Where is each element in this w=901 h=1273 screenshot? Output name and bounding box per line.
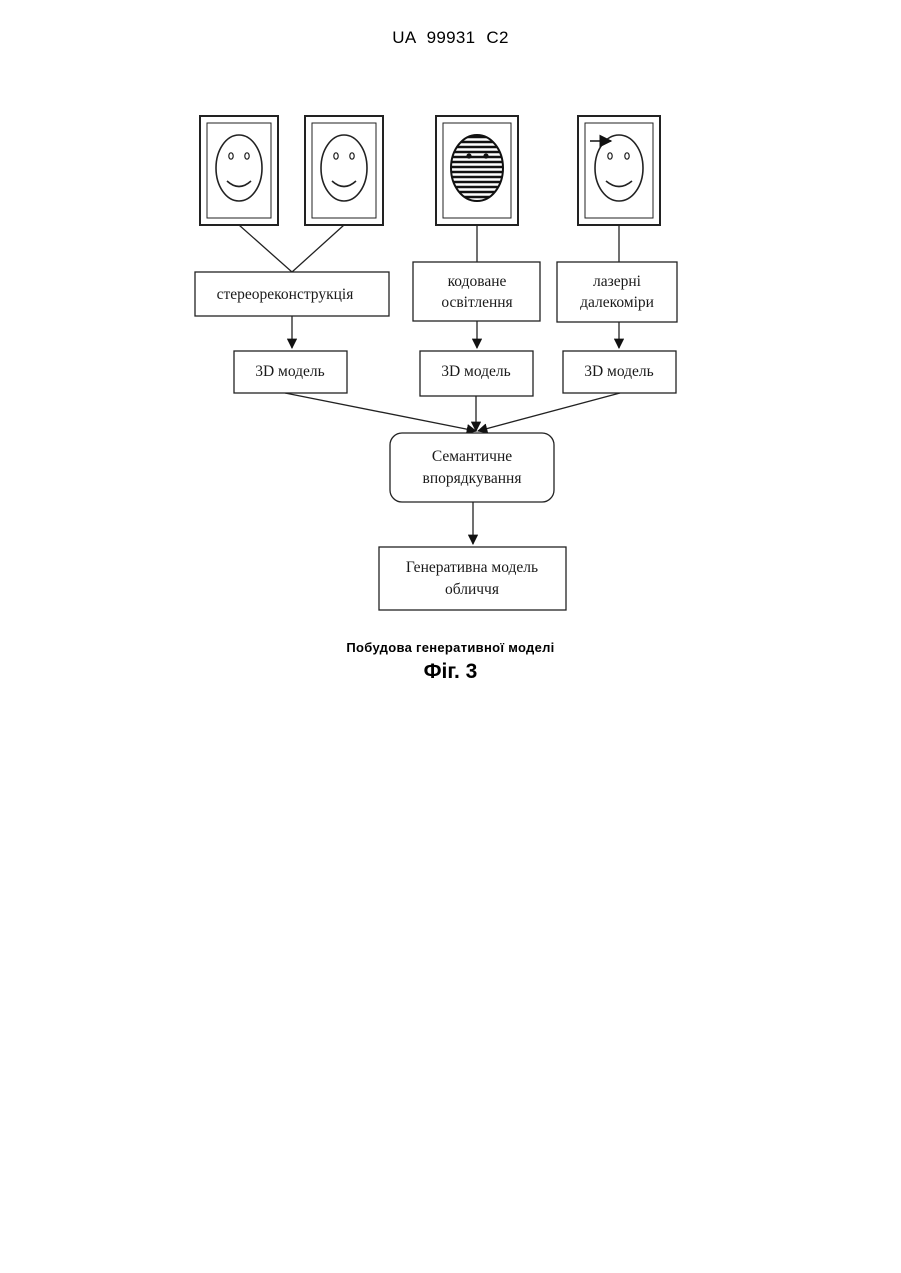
method-box-stereo: стереореконструкція [195, 272, 389, 316]
semantic-label-1: Семантичне [432, 448, 512, 465]
face-image-stereo-left [200, 116, 278, 225]
method-label-coded-light-2: освітлення [441, 294, 512, 311]
method-label-stereo: стереореконструкція [217, 286, 354, 303]
face-image-laser [578, 116, 660, 225]
figure-subtitle: Побудова генеративної моделі [0, 640, 901, 655]
semantic-ordering-box: Семантичне впорядкування [390, 433, 554, 502]
generative-model-box: Генеративна модель обличчя [379, 547, 566, 610]
generative-label-2: обличчя [445, 581, 499, 598]
generative-label-1: Генеративна модель [406, 559, 538, 576]
method-box-coded-light: кодоване освітлення [413, 262, 540, 321]
semantic-label-2: впорядкування [423, 470, 522, 487]
face-image-stereo-right [305, 116, 383, 225]
model-box-2: 3D модель [420, 351, 533, 396]
face-image-coded-light [436, 116, 518, 225]
method-label-laser-2: далекоміри [580, 294, 654, 311]
method-label-laser-1: лазерні [593, 273, 642, 290]
model-label-1: 3D модель [255, 363, 325, 380]
method-label-coded-light-1: кодоване [448, 273, 507, 290]
model-box-1: 3D модель [234, 351, 347, 393]
figure-number: Фіг. 3 [0, 660, 901, 684]
model-label-2: 3D модель [441, 363, 511, 380]
model-label-3: 3D модель [584, 363, 654, 380]
method-box-laser: лазерні далекоміри [557, 262, 677, 322]
model-box-3: 3D модель [563, 351, 676, 393]
